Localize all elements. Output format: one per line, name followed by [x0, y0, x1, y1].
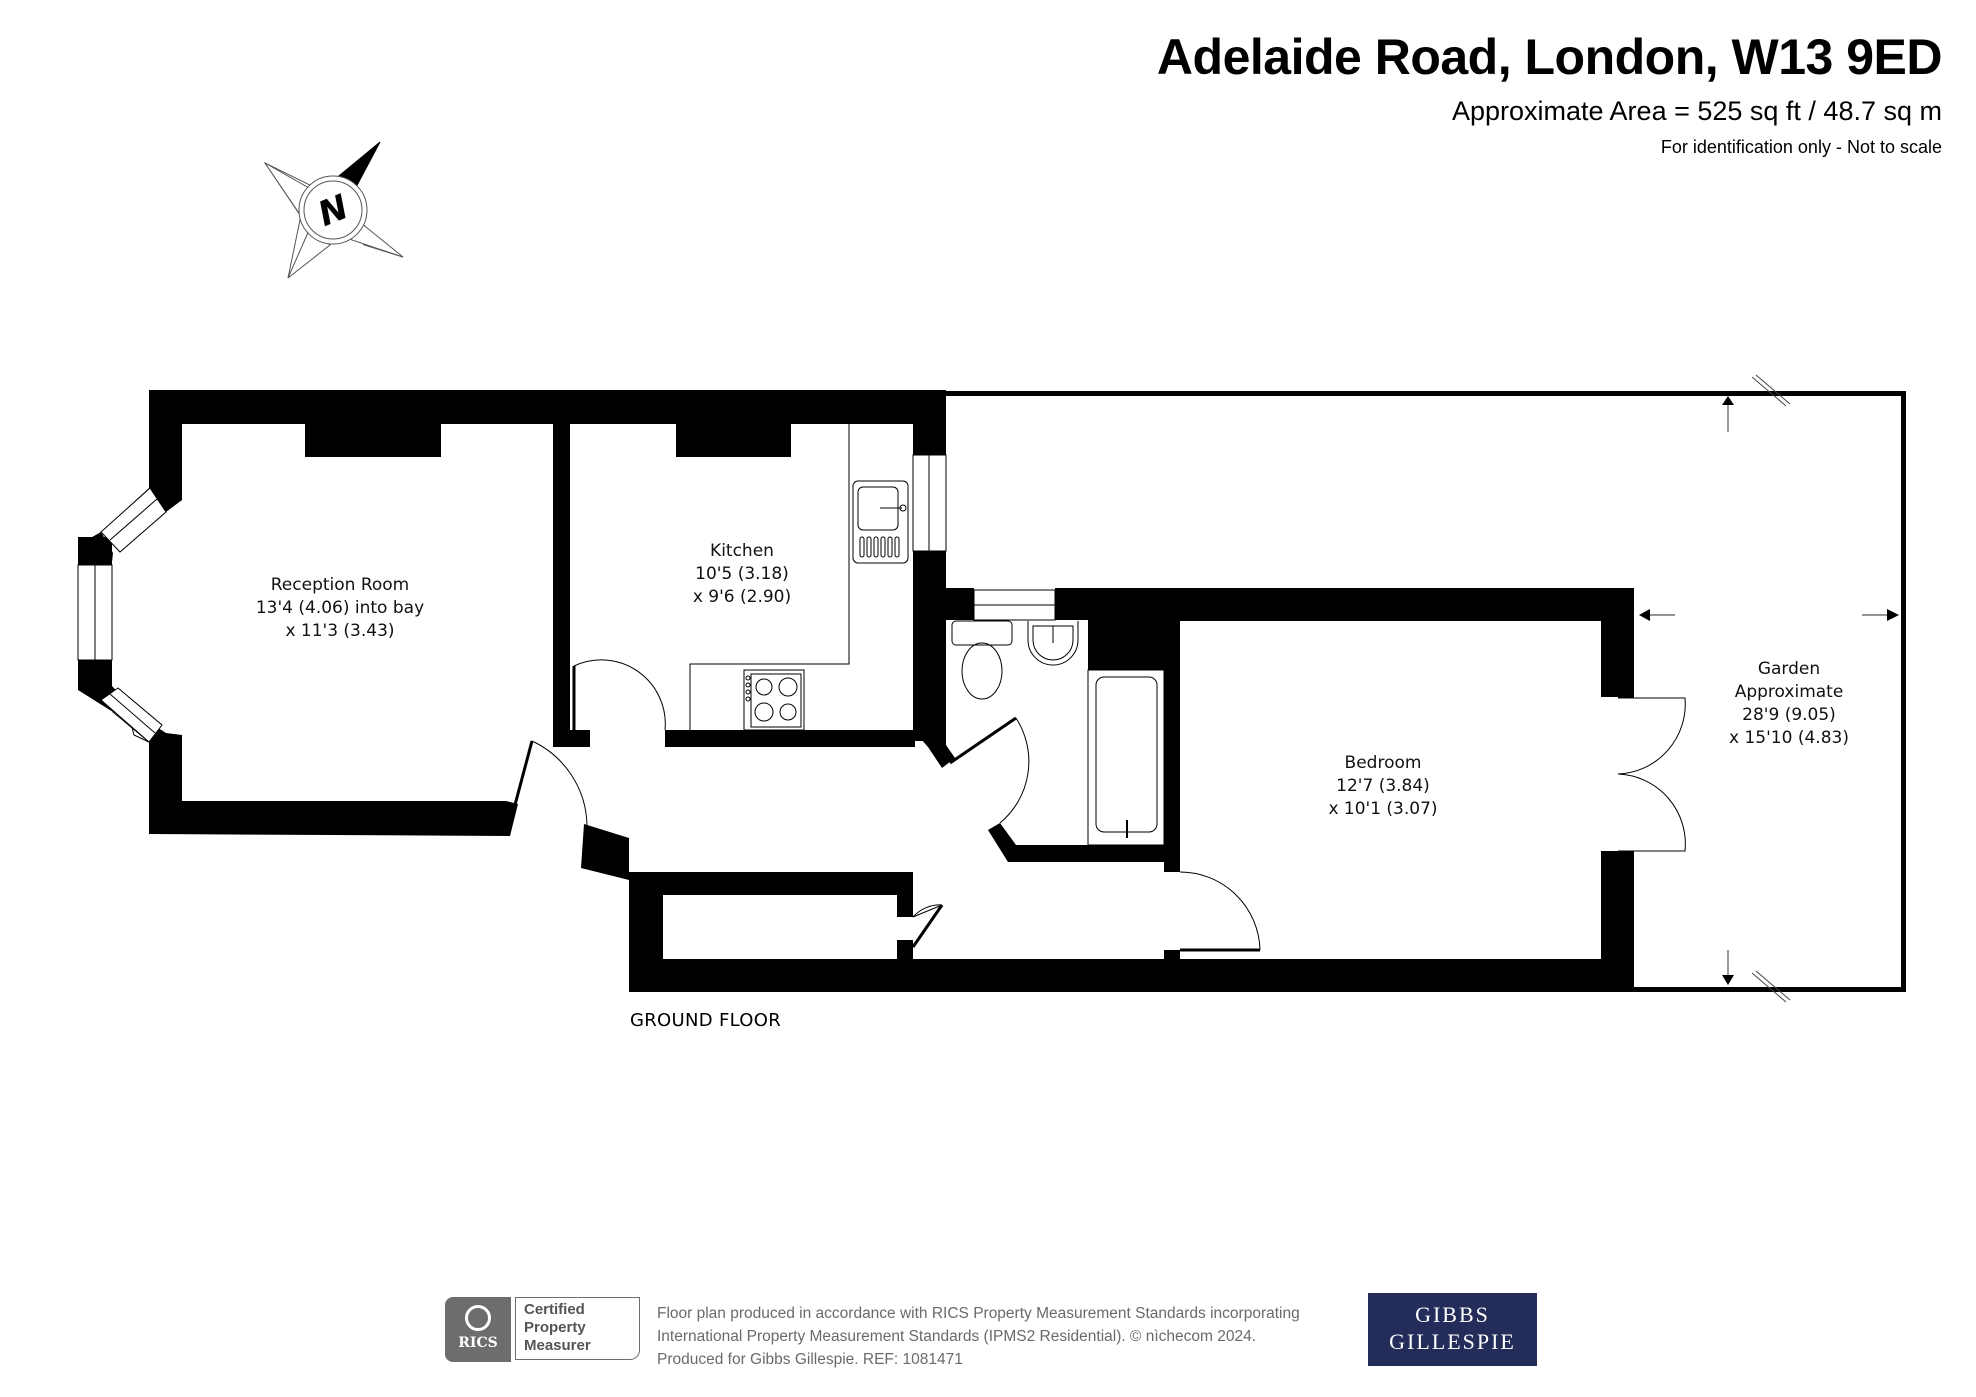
north-compass-icon: N — [263, 141, 404, 279]
cistern — [951, 620, 1013, 646]
footer-line: Produced for Gibbs Gillespie. REF: 10814… — [657, 1351, 963, 1368]
rics-badge-text: RICS — [458, 1335, 498, 1351]
floor-label: GROUND FLOOR — [630, 1010, 782, 1031]
svg-text:Approximate: Approximate — [1735, 682, 1844, 702]
basin-icon — [1027, 621, 1079, 666]
kitchen-fittings — [689, 424, 909, 731]
certified-property-measurer-badge: Certified Property Measurer — [515, 1297, 640, 1360]
cert-line: Property — [524, 1319, 586, 1336]
doors — [505, 659, 1686, 952]
windows — [77, 454, 1056, 743]
svg-text:12'7 (3.84): 12'7 (3.84) — [1336, 776, 1430, 796]
room-label-kitchen: Kitchen 10'5 (3.18) x 9'6 (2.90) — [693, 541, 791, 607]
room-label-garden: Garden Approximate 28'9 (9.05) x 15'10 (… — [1729, 659, 1849, 748]
svg-text:10'5 (3.18): 10'5 (3.18) — [695, 564, 789, 584]
toilet-icon — [961, 642, 1003, 700]
svg-text:x 10'1 (3.07): x 10'1 (3.07) — [1328, 799, 1437, 819]
hob-icon — [743, 669, 805, 731]
room-label-bedroom: Bedroom 12'7 (3.84) x 10'1 (3.07) — [1328, 753, 1437, 819]
walls — [78, 390, 1634, 992]
logo-line-1: GIBBS — [1415, 1302, 1490, 1327]
rics-lion-icon — [465, 1305, 491, 1331]
svg-text:x 9'6 (2.90): x 9'6 (2.90) — [693, 587, 791, 607]
svg-text:x 11'3 (3.43): x 11'3 (3.43) — [285, 621, 394, 641]
rics-badge: RICS — [445, 1297, 511, 1362]
footer-line: Floor plan produced in accordance with R… — [657, 1305, 1300, 1322]
cert-line: Measurer — [524, 1337, 591, 1354]
drainer — [859, 536, 900, 558]
svg-text:28'9 (9.05): 28'9 (9.05) — [1742, 705, 1836, 725]
svg-text:Reception Room: Reception Room — [271, 575, 409, 595]
svg-text:Bedroom: Bedroom — [1345, 753, 1422, 773]
svg-text:Garden: Garden — [1758, 659, 1820, 679]
room-label-reception: Reception Room 13'4 (4.06) into bay x 11… — [256, 575, 424, 641]
bathroom-fittings — [951, 620, 1165, 846]
svg-text:Kitchen: Kitchen — [710, 541, 774, 561]
gibbs-gillespie-logo: GIBBS GILLESPIE — [1368, 1293, 1537, 1366]
approximate-area: Approximate Area = 525 sq ft / 48.7 sq m — [1451, 96, 1942, 126]
footer-line: International Property Measurement Stand… — [657, 1328, 1256, 1345]
bath-icon — [1095, 676, 1158, 833]
footer-disclaimer: Floor plan produced in accordance with R… — [657, 1302, 1377, 1371]
sink-icon — [852, 480, 909, 564]
scale-disclaimer: For identification only - Not to scale — [1660, 137, 1942, 157]
garden-outline — [946, 374, 1906, 1003]
svg-text:x 15'10 (4.83): x 15'10 (4.83) — [1729, 728, 1849, 748]
logo-line-2: GILLESPIE — [1389, 1329, 1516, 1354]
cert-line: Certified — [524, 1301, 585, 1318]
svg-text:13'4 (4.06) into bay: 13'4 (4.06) into bay — [256, 598, 424, 618]
property-address-title: Adelaide Road, London, W13 9ED — [1156, 29, 1943, 85]
